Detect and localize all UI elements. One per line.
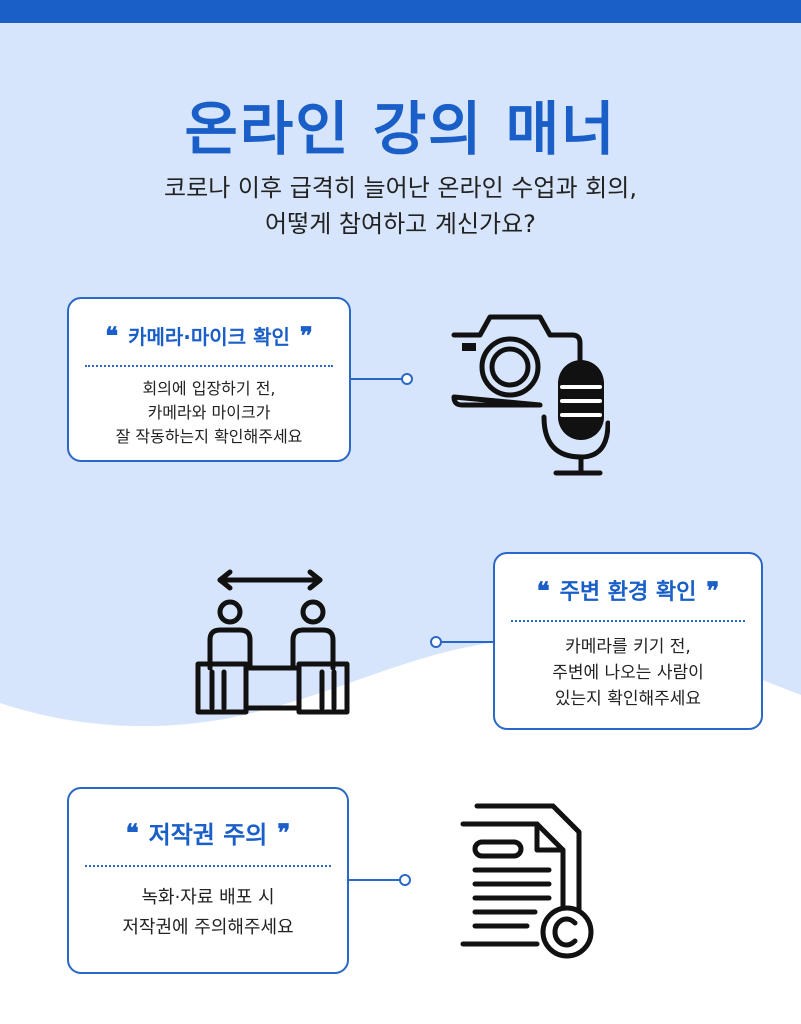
close-quote-icon: ❞: [299, 320, 313, 350]
connector-dot: [401, 373, 413, 385]
card-surroundings-header: ❝ 주변 환경 확인 ❞: [495, 554, 761, 620]
connector-line: [349, 879, 401, 881]
card-body-line: 카메라와 마이크가: [147, 403, 271, 422]
card-body-line: 회의에 입장하기 전,: [142, 379, 276, 398]
open-quote-icon: ❝: [105, 320, 119, 350]
people-distance-icon: [195, 569, 350, 715]
card-surroundings-body: 카메라를 키기 전, 주변에 나오는 사람이 있는지 확인해주세요: [495, 622, 761, 712]
page-subtitle: 코로나 이후 급격히 늘어난 온라인 수업과 회의, 어떻게 참여하고 계신가요…: [0, 170, 801, 242]
connector-line: [351, 378, 403, 380]
card-body-line: 잘 작동하는지 확인해주세요: [115, 427, 303, 446]
close-quote-icon: ❞: [277, 817, 291, 847]
subtitle-line-2: 어떻게 참여하고 계신가요?: [265, 210, 536, 238]
card-camera-mic-body: 회의에 입장하기 전, 카메라와 마이크가 잘 작동하는지 확인해주세요: [69, 367, 349, 449]
card-camera-mic: ❝ 카메라·마이크 확인 ❞ 회의에 입장하기 전, 카메라와 마이크가 잘 작…: [67, 297, 351, 462]
connector-line: [442, 641, 493, 643]
dotted-divider: [85, 365, 333, 367]
top-bar: [0, 0, 801, 23]
open-quote-icon: ❝: [536, 575, 550, 605]
card-copyright: ❝ 저작권 주의 ❞ 녹화·자료 배포 시 저작권에 주의해주세요: [67, 787, 349, 974]
card-body-line: 저작권에 주의해주세요: [122, 917, 294, 938]
background-wave: [0, 23, 801, 727]
document-copyright-icon: [460, 803, 594, 959]
card-surroundings-title: 주변 환경 확인: [559, 580, 697, 605]
card-body-line: 있는지 확인해주세요: [554, 689, 702, 709]
card-copyright-body: 녹화·자료 배포 시 저작권에 주의해주세요: [69, 867, 347, 943]
card-camera-mic-header: ❝ 카메라·마이크 확인 ❞: [69, 299, 349, 365]
card-copyright-title: 저작권 주의: [148, 820, 268, 849]
camera-microphone-icon: [451, 314, 610, 476]
card-camera-mic-title: 카메라·마이크 확인: [128, 324, 290, 349]
open-quote-icon: ❝: [125, 817, 139, 847]
card-surroundings: ❝ 주변 환경 확인 ❞ 카메라를 키기 전, 주변에 나오는 사람이 있는지 …: [493, 552, 763, 730]
subtitle-line-1: 코로나 이후 급격히 늘어난 온라인 수업과 회의,: [164, 174, 637, 202]
dotted-divider: [511, 620, 745, 622]
card-body-line: 녹화·자료 배포 시: [141, 887, 275, 908]
close-quote-icon: ❞: [706, 575, 720, 605]
card-copyright-header: ❝ 저작권 주의 ❞: [69, 789, 347, 865]
dotted-divider: [85, 865, 331, 867]
connector-dot: [399, 874, 411, 886]
page-title: 온라인 강의 매너: [184, 95, 617, 163]
card-body-line: 카메라를 키기 전,: [565, 637, 691, 657]
connector-dot: [430, 636, 442, 648]
card-body-line: 주변에 나오는 사람이: [552, 663, 704, 683]
